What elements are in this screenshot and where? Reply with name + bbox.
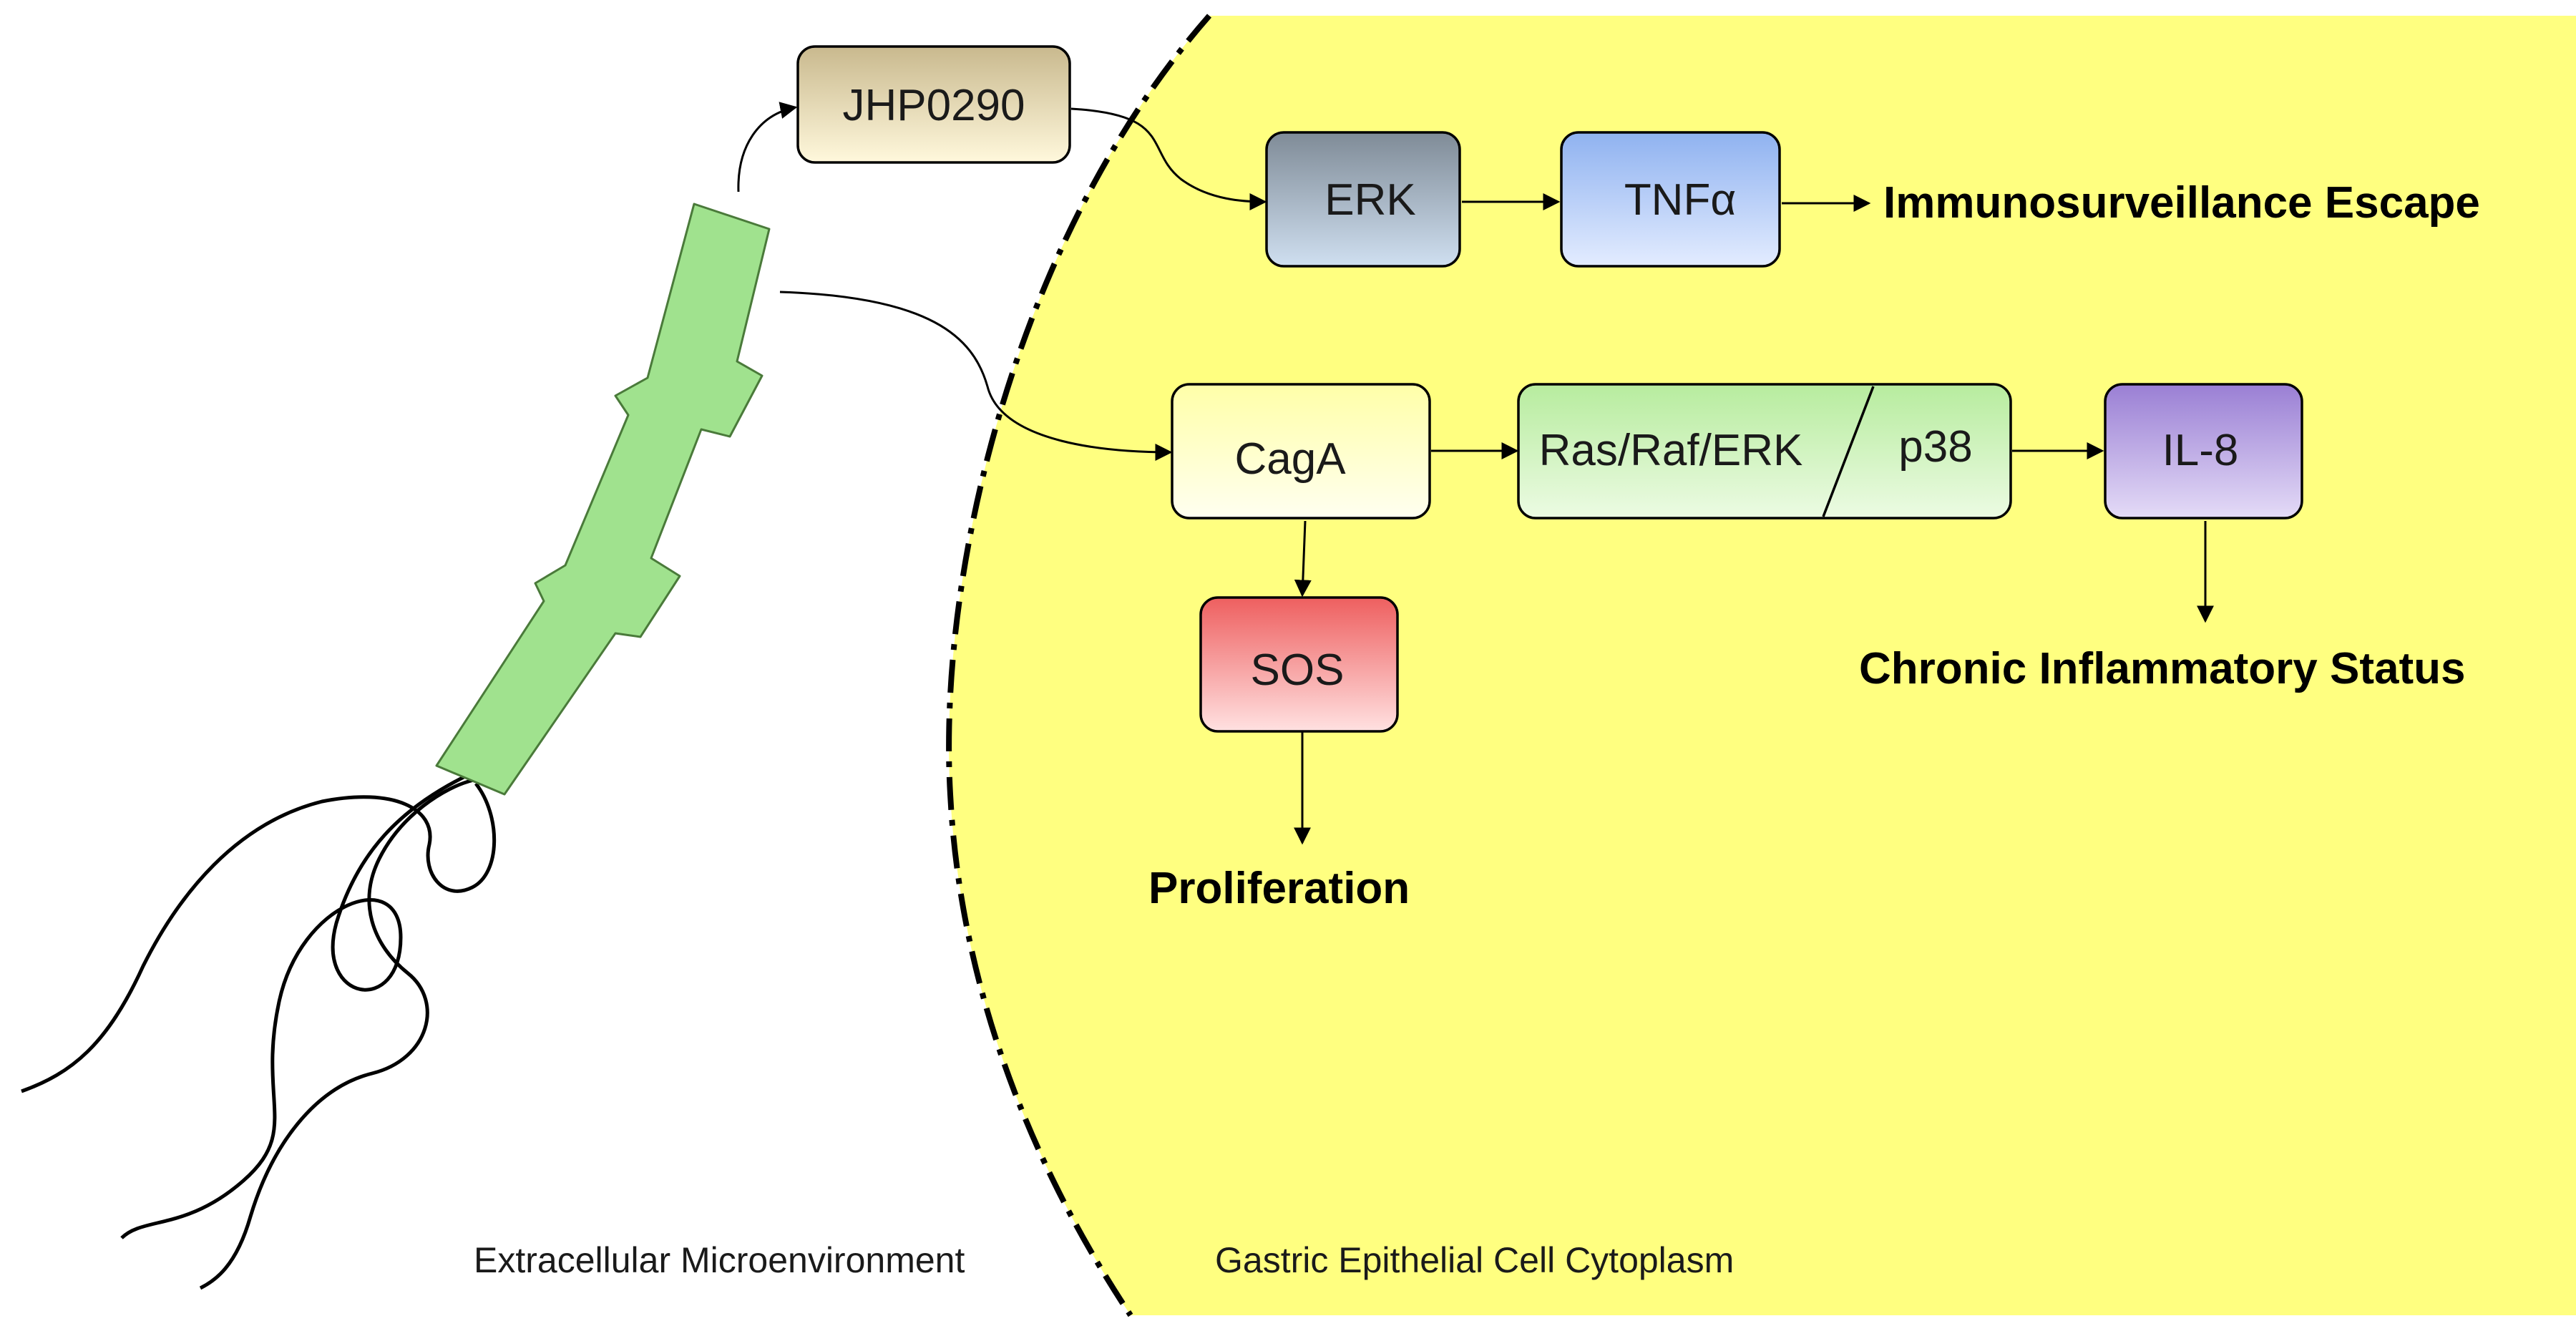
node-erk: ERK: [1265, 131, 1461, 268]
node-erk-label: ERK: [1324, 175, 1415, 225]
node-caga-label: CagA: [1234, 434, 1346, 484]
outcome-chronic-inflammatory-status: Chronic Inflammatory Status: [1859, 644, 2465, 693]
flagella: [21, 774, 497, 1290]
node-jhp0290-label: JHP0290: [842, 81, 1025, 130]
node-caga: CagA: [1171, 383, 1431, 520]
arrow-jhp0290-to-erk: [1070, 107, 1267, 210]
outcome-proliferation: Proliferation: [1148, 864, 1410, 913]
node-divider: [1822, 386, 1875, 517]
cell-membrane: [946, 14, 1212, 1317]
node-sos-label: SOS: [1251, 645, 1345, 695]
node-ras-raf-erk-label: Ras/Raf/ERK: [1539, 426, 1803, 475]
cytoplasm-region: [949, 16, 2576, 1315]
region-label-extracellular: Extracellular Microenvironment: [474, 1240, 965, 1280]
node-jhp0290: JHP0290: [796, 45, 1071, 164]
node-tnf-label: TNFα: [1624, 175, 1736, 225]
outcome-immunosurveillance-escape: Immunosurveillance Escape: [1883, 178, 2480, 228]
node-ras-raf-erk-p38: Ras/Raf/ERK p38: [1517, 383, 2012, 520]
node-tnf: TNFα: [1560, 131, 1781, 268]
arrow-bacterium-to-caga: [779, 291, 1173, 461]
bacterium: [435, 203, 771, 796]
arrow-caga-to-sos: [1294, 520, 1312, 598]
node-p38-label: p38: [1898, 422, 1972, 472]
node-sos: SOS: [1199, 596, 1399, 733]
node-il8: IL-8: [2104, 383, 2303, 520]
node-il8-label: IL-8: [2162, 426, 2239, 475]
region-label-cytoplasm: Gastric Epithelial Cell Cytoplasm: [1215, 1240, 1734, 1280]
arrow-bacterium-to-jhp0290: [737, 102, 798, 192]
